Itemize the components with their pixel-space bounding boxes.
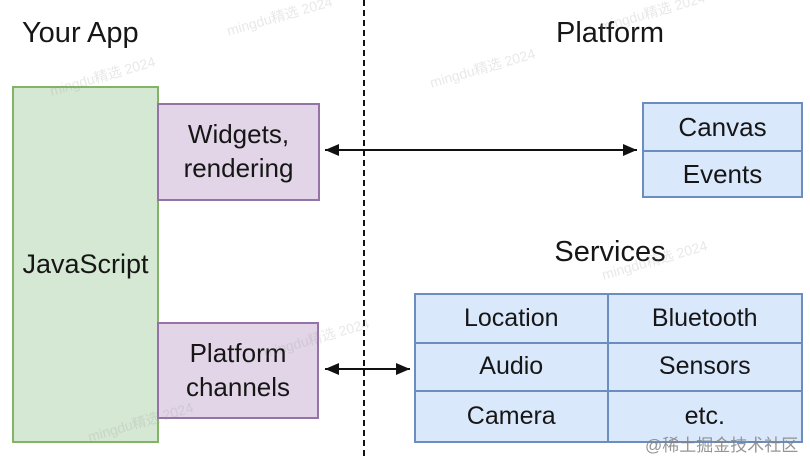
services-table: Location Bluetooth Audio Sensors Camera … [414,293,803,443]
javascript-box-label: JavaScript [22,248,149,279]
service-cell-etc: etc. [684,402,725,431]
canvas-cell: Canvas [678,111,767,142]
platform-title: Platform [556,17,664,49]
diagonal-watermark: mingdu精选 2024 [427,45,538,91]
app-platform-divider-line [363,0,365,456]
javascript-box: JavaScript [12,86,159,443]
service-cell-location: Location [416,295,609,344]
events-cell: Events [644,150,801,196]
service-cell-camera: Camera [416,392,609,441]
widgets-rendering-box-label: Widgets, rendering [183,119,294,183]
diagonal-watermark: mingdu精选 2024 [224,0,335,39]
service-cell-bluetooth: Bluetooth [608,295,801,344]
service-cell-audio: Audio [416,343,609,393]
platform-channels-box-label: Platform channels [185,337,291,402]
your-app-title: Your App [22,17,139,49]
service-cell-sensors: Sensors [608,344,801,393]
canvas-events-box: Canvas Events [642,102,803,198]
widgets-rendering-box: Widgets, rendering [157,103,320,201]
platform-channels-box: Platform channels [157,322,319,419]
services-title: Services [554,236,666,268]
